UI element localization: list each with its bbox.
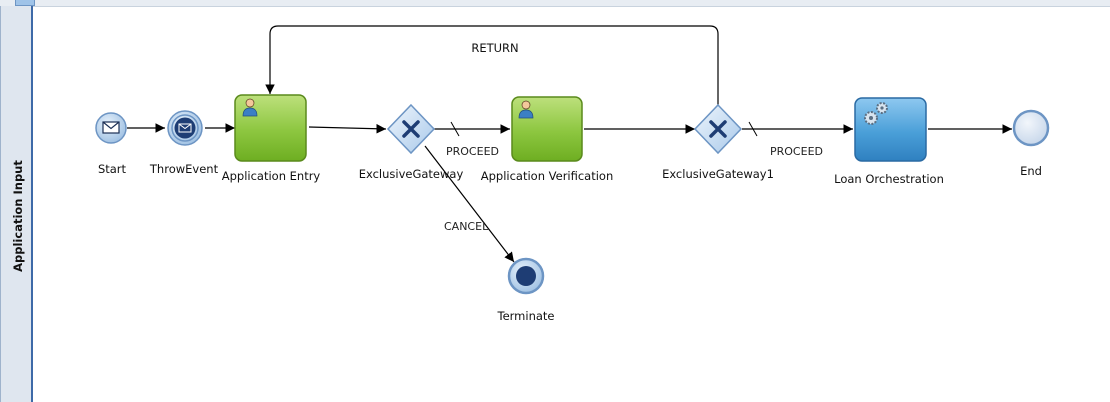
- label-throw-event: ThrowEvent: [149, 162, 219, 176]
- terminate-event[interactable]: [507, 257, 545, 295]
- flow-label-proceed-2: PROCEED: [770, 145, 823, 158]
- throw-event[interactable]: [167, 110, 203, 146]
- canvas-top-strip: [0, 0, 1110, 7]
- flow-return[interactable]: [265, 25, 719, 105]
- end-event[interactable]: [1012, 109, 1050, 147]
- exclusive-gateway-1[interactable]: [693, 103, 743, 155]
- default-flow-mark-1: [450, 121, 460, 137]
- label-start: Start: [98, 162, 127, 176]
- label-application-verification: Application Verification: [481, 169, 614, 183]
- task-application-verification[interactable]: [511, 96, 583, 162]
- label-loan-orchestration: Loan Orchestration: [834, 172, 944, 186]
- flow-entry-to-gateway[interactable]: [308, 123, 387, 134]
- envelope-filled-icon: [178, 123, 192, 133]
- user-icon: [242, 98, 258, 117]
- label-end: End: [1020, 164, 1042, 178]
- exclusive-gateway[interactable]: [386, 103, 436, 155]
- task-loan-orchestration[interactable]: [854, 97, 927, 162]
- flow-cancel[interactable]: [424, 145, 515, 263]
- gears-icon: [864, 102, 888, 125]
- label-exclusive-gateway: ExclusiveGateway: [359, 167, 464, 181]
- canvas-top-tab[interactable]: [15, 0, 35, 6]
- default-flow-mark-2: [748, 121, 758, 137]
- flow-label-cancel: CANCEL: [444, 220, 489, 233]
- task-application-entry[interactable]: [234, 94, 307, 162]
- sequence-flows: [127, 25, 1012, 263]
- flow-label-proceed-1: PROCEED: [446, 145, 499, 158]
- label-application-entry: Application Entry: [222, 169, 321, 183]
- swimlane-header[interactable]: Application Input: [0, 6, 33, 402]
- start-event[interactable]: [95, 112, 127, 144]
- user-icon: [518, 100, 534, 119]
- flow-label-return: RETURN: [471, 41, 518, 55]
- label-exclusive-gateway-1: ExclusiveGateway1: [662, 167, 774, 181]
- x-icon: [709, 120, 727, 138]
- label-terminate: Terminate: [497, 309, 555, 323]
- x-icon: [402, 120, 420, 138]
- envelope-icon: [102, 121, 120, 134]
